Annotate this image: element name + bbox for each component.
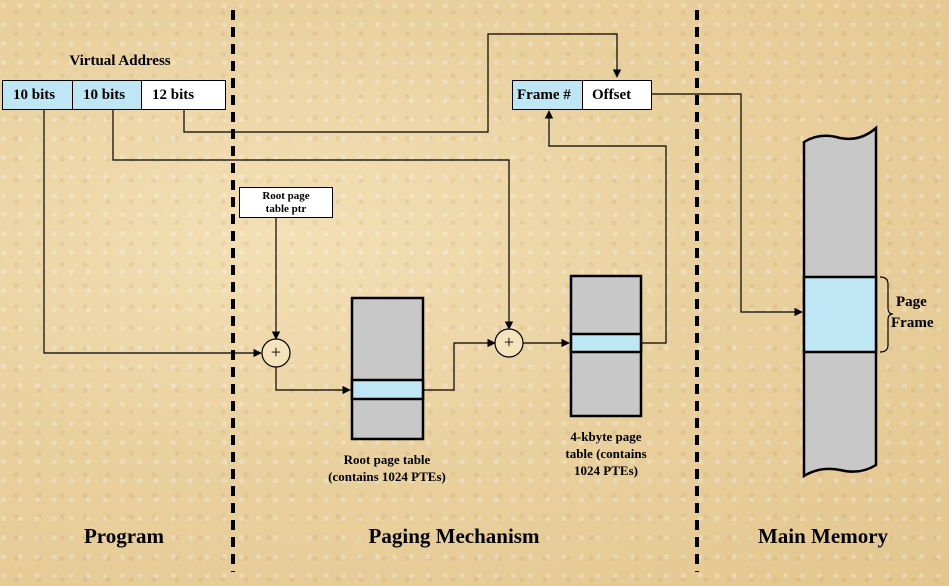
va-offset-field: 12 bits bbox=[141, 80, 226, 110]
main-memory bbox=[802, 125, 894, 479]
page-table-caption-line-3: 1024 PTEs) bbox=[574, 463, 638, 478]
page-frame-brace bbox=[879, 276, 894, 353]
page-table bbox=[569, 274, 643, 418]
arrow-offset-to-offset bbox=[183, 33, 622, 133]
page-frame-label: Page Frame bbox=[891, 292, 933, 334]
arrow-table-to-adder2 bbox=[112, 110, 514, 330]
page-frame-region bbox=[802, 275, 878, 354]
va-directory-field: 10 bits bbox=[2, 80, 73, 110]
pa-frame-field: Frame # bbox=[512, 80, 583, 110]
section-program: Program bbox=[83, 524, 165, 548]
adder-2 bbox=[494, 328, 524, 358]
root-ptr-line-1: Root page bbox=[262, 189, 310, 202]
arrow-dir-to-adder1 bbox=[43, 110, 262, 358]
root-page-table-entry bbox=[350, 378, 425, 401]
page-table-caption-line-1: 4-kbyte page bbox=[570, 429, 642, 444]
page-table-caption-line-2: table (contains bbox=[565, 446, 647, 461]
pa-offset-field: Offset bbox=[582, 80, 652, 110]
adder-1 bbox=[261, 338, 291, 368]
page-table-entry bbox=[569, 332, 643, 354]
section-paging-mechanism: Paging Mechanism bbox=[368, 524, 540, 548]
page-frame-line-2: Frame bbox=[891, 315, 934, 331]
page-frame-line-1: Page bbox=[896, 294, 927, 310]
root-ptr-line-2: table ptr bbox=[265, 202, 307, 215]
arrow-root-table-to-adder2 bbox=[423, 338, 496, 391]
root-page-table bbox=[350, 296, 425, 441]
page-table-caption: 4-kbyte page table (contains 1024 PTEs) bbox=[536, 428, 676, 479]
arrow-page-table-to-frame bbox=[544, 110, 667, 344]
adder-2-symbol: + bbox=[503, 332, 515, 352]
adder-1-symbol: + bbox=[270, 342, 282, 362]
virtual-address-label: Virtual Address bbox=[69, 53, 171, 69]
section-main-memory: Main Memory bbox=[757, 524, 889, 548]
root-page-table-ptr: Root page table ptr bbox=[239, 187, 333, 218]
root-table-caption-line-1: Root page table bbox=[343, 452, 431, 467]
arrow-address-to-page-frame bbox=[652, 93, 803, 317]
root-table-caption-line-2: (contains 1024 PTEs) bbox=[328, 469, 446, 484]
root-page-table-caption: Root page table (contains 1024 PTEs) bbox=[297, 451, 477, 485]
va-table-field: 10 bits bbox=[72, 80, 142, 110]
arrow-adder1-to-root-table bbox=[275, 367, 351, 395]
